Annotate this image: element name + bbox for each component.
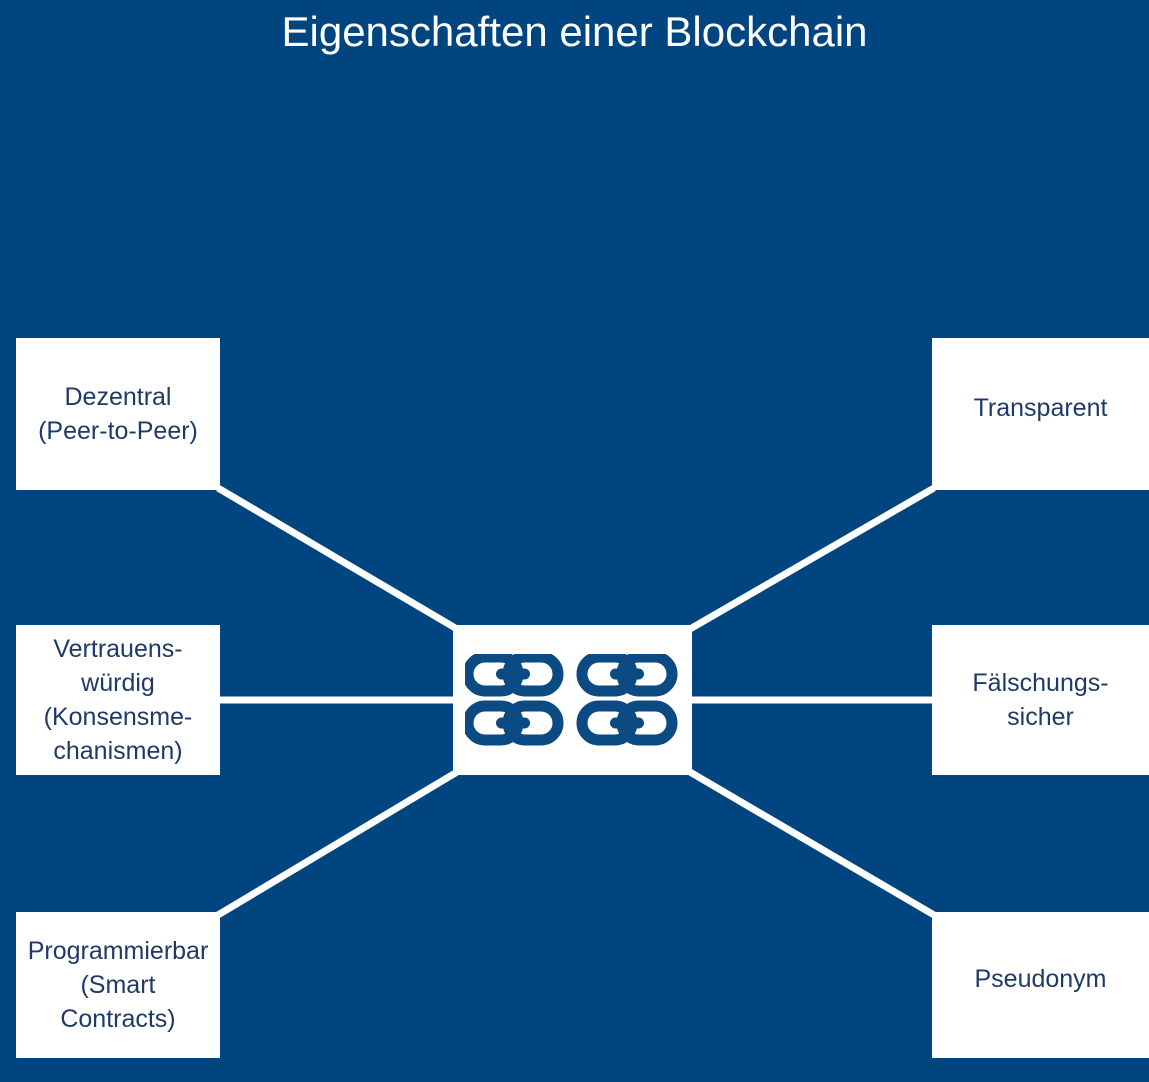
connector-dezentral: [216, 484, 459, 633]
node-dezentral-line-1: Dezentral: [64, 383, 172, 411]
node-dezentral[interactable]: Dezentral (Peer-to-Peer): [16, 338, 220, 490]
page-title: Eigenschaften einer Blockchain: [281, 8, 868, 55]
node-faelschungssicher[interactable]: Fälschungs- sicher: [932, 625, 1149, 775]
node-pseudonym-line-1: Pseudonym: [974, 965, 1107, 993]
node-programmierbar-line-3: Contracts): [60, 1005, 176, 1033]
node-programmierbar-line-1: Programmierbar: [27, 937, 209, 965]
connector-transparent: [688, 484, 936, 633]
center-node-blockchain[interactable]: [453, 625, 692, 775]
node-faelschungssicher-line-1: Fälschungs-: [972, 669, 1109, 697]
connector-programmierbar: [216, 768, 459, 919]
node-vertrauenswuerdig-line-2: würdig: [81, 669, 155, 697]
node-dezentral-line-2: (Peer-to-Peer): [38, 417, 198, 445]
node-faelschungssicher-line-2: sicher: [1007, 703, 1074, 731]
blockchain-chain-links-icon: [465, 654, 680, 746]
connector-pseudonym: [688, 768, 936, 919]
node-vertrauenswuerdig-line-3: (Konsensme-: [43, 703, 193, 731]
node-vertrauenswuerdig[interactable]: Vertrauens- würdig (Konsensme- chanismen…: [16, 625, 220, 775]
node-vertrauenswuerdig-line-4: chanismen): [53, 737, 183, 765]
node-programmierbar-line-2: (Smart: [80, 971, 156, 999]
node-pseudonym[interactable]: Pseudonym: [932, 912, 1149, 1058]
node-programmierbar[interactable]: Programmierbar (Smart Contracts): [16, 912, 220, 1058]
node-transparent[interactable]: Transparent: [932, 338, 1149, 490]
node-transparent-line-1: Transparent: [973, 394, 1108, 422]
node-vertrauenswuerdig-line-1: Vertrauens-: [53, 635, 183, 663]
